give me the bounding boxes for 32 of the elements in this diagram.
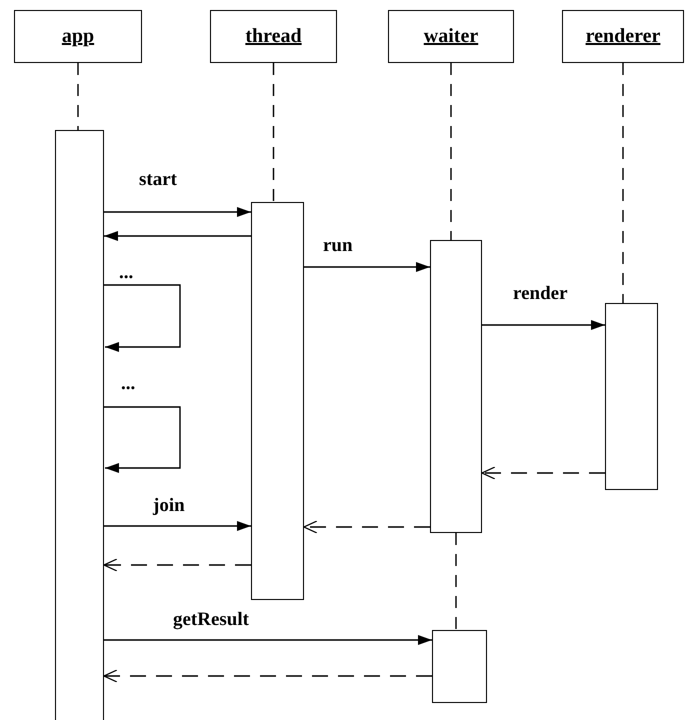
- message-label: getResult: [172, 610, 250, 630]
- self-message-arrow: [104, 284, 181, 352]
- participant-box: [14, 10, 142, 63]
- message-arrow: [482, 320, 605, 330]
- return-arrow: [303, 520, 430, 534]
- message-arrow: [104, 521, 251, 531]
- message-arrow: [304, 262, 430, 272]
- participant-box: [388, 10, 514, 63]
- participant-name: waiter: [424, 25, 478, 48]
- message-arrow: [104, 231, 251, 241]
- participant-box: [562, 10, 684, 63]
- lifeline: [450, 63, 452, 240]
- return-arrow: [103, 669, 432, 683]
- participant-name: thread: [245, 25, 302, 48]
- participant-box: [210, 10, 337, 63]
- activation-bar: [605, 303, 658, 490]
- message-label: join: [152, 496, 186, 516]
- message-arrow: [104, 635, 432, 645]
- lifeline: [272, 63, 274, 202]
- return-arrow: [481, 466, 605, 480]
- message-arrow: [104, 207, 251, 217]
- activation-bar: [432, 630, 487, 703]
- participant-name: renderer: [586, 25, 660, 48]
- activation-bar: [55, 130, 104, 720]
- lifeline: [455, 533, 457, 630]
- self-message-arrow: [104, 406, 181, 473]
- participant-name: app: [62, 25, 94, 48]
- return-arrow: [103, 558, 251, 572]
- activation-bar: [251, 202, 304, 600]
- lifeline: [622, 63, 624, 303]
- lifeline: [77, 63, 79, 130]
- activation-bar: [430, 240, 482, 533]
